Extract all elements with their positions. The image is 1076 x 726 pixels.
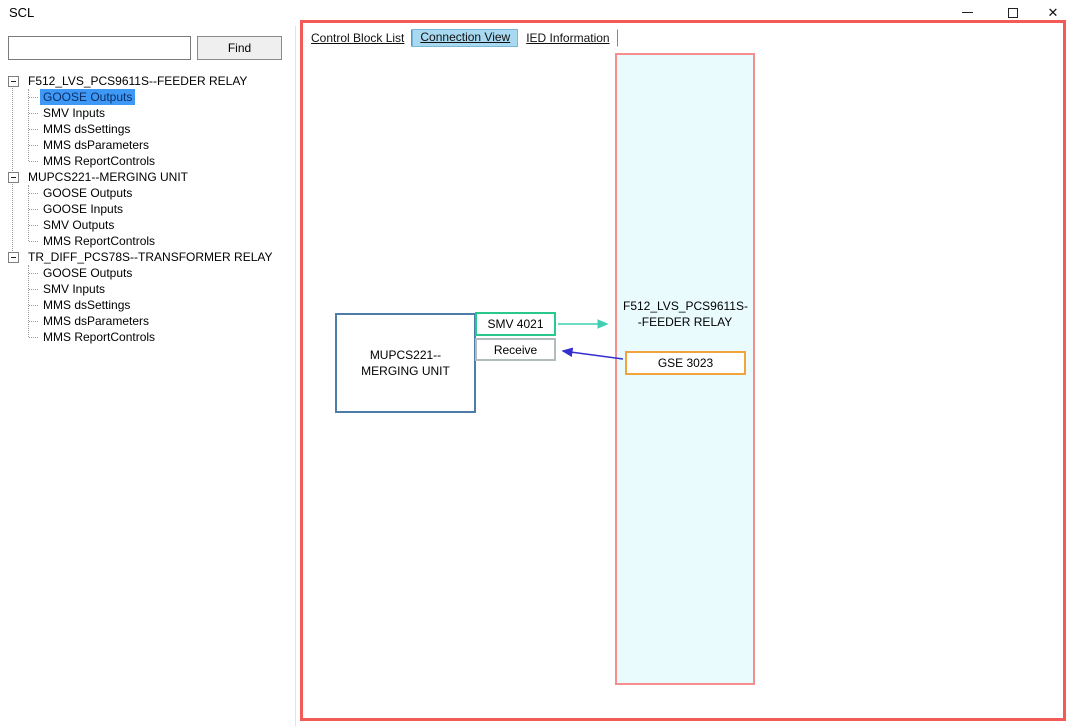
tree-group: GOOSE Outputs SMV Inputs MMS dsSettings … <box>0 265 295 345</box>
collapse-icon[interactable] <box>8 251 19 263</box>
tree-node-label[interactable]: MMS dsSettings <box>43 298 131 312</box>
tree-node-label[interactable]: GOOSE Outputs <box>43 266 133 280</box>
tree-node-f512[interactable]: F512_LVS_PCS9611S--FEEDER RELAY <box>0 73 295 89</box>
tree-node-label[interactable]: SMV Inputs <box>43 282 106 296</box>
minimize-button[interactable] <box>950 1 984 24</box>
tree-node[interactable]: MMS ReportControls <box>0 153 295 169</box>
tree-node-mupcs221[interactable]: MUPCS221--MERGING UNIT <box>0 169 295 185</box>
tree-node-label[interactable]: SMV Inputs <box>43 106 106 120</box>
tree-node[interactable]: MMS dsSettings <box>0 297 295 313</box>
ied-box-label: F512_LVS_PCS9611S--FEEDER RELAY <box>623 299 748 329</box>
tree-node[interactable]: MMS dsParameters <box>0 137 295 153</box>
tree-node-label[interactable]: GOOSE Outputs <box>43 186 133 200</box>
sidebar: Find F512_LVS_PCS9611S--FEEDER RELAY GOO… <box>0 26 296 726</box>
maximize-button[interactable] <box>996 1 1030 24</box>
tab-connection-view[interactable]: Connection View <box>412 29 519 47</box>
tab-ied-information[interactable]: IED Information <box>518 29 618 47</box>
tree-node[interactable]: GOOSE Outputs <box>0 265 295 281</box>
tree-node[interactable]: GOOSE Outputs <box>0 89 295 105</box>
tree-node-label[interactable]: GOOSE Inputs <box>43 202 124 216</box>
tree-node-label[interactable]: MMS ReportControls <box>43 154 156 168</box>
tree-node-trdiff[interactable]: TR_DIFF_PCS78S--TRANSFORMER RELAY <box>0 249 295 265</box>
tree-node[interactable]: MMS ReportControls <box>0 329 295 345</box>
tree-node-label[interactable]: MMS dsParameters <box>43 138 150 152</box>
tree-node-label[interactable]: SMV Outputs <box>43 218 115 232</box>
close-button[interactable]: ✕ <box>1036 1 1070 24</box>
tree-node[interactable]: SMV Outputs <box>0 217 295 233</box>
minimize-icon <box>961 12 973 13</box>
tree-node-label[interactable]: MMS ReportControls <box>43 330 156 344</box>
tab-control-block-list[interactable]: Control Block List <box>303 29 413 47</box>
smv-4021-box[interactable]: SMV 4021 <box>475 312 556 336</box>
tree-node-label[interactable]: TR_DIFF_PCS78S--TRANSFORMER RELAY <box>28 250 273 264</box>
tree-node[interactable]: GOOSE Outputs <box>0 185 295 201</box>
tree-node[interactable]: GOOSE Inputs <box>0 201 295 217</box>
tree-node-label[interactable]: MUPCS221--MERGING UNIT <box>28 170 189 184</box>
scl-tree: F512_LVS_PCS9611S--FEEDER RELAY GOOSE Ou… <box>0 73 295 345</box>
tree-node[interactable]: MMS dsParameters <box>0 313 295 329</box>
tree-node[interactable]: SMV Inputs <box>0 105 295 121</box>
tree-node-label[interactable]: MMS dsSettings <box>43 122 131 136</box>
tree-node[interactable]: MMS dsSettings <box>0 121 295 137</box>
window-title: SCL <box>9 5 35 20</box>
receive-box[interactable]: Receive <box>475 338 556 361</box>
tree-node-label[interactable]: GOOSE Outputs <box>40 89 136 105</box>
maximize-icon <box>1008 7 1018 18</box>
tree-node-label[interactable]: F512_LVS_PCS9611S--FEEDER RELAY <box>28 74 248 88</box>
collapse-icon[interactable] <box>8 171 19 183</box>
tree-node[interactable]: SMV Inputs <box>0 281 295 297</box>
merging-unit-box[interactable]: MUPCS221--MERGING UNIT <box>335 313 476 413</box>
gse-3023-box[interactable]: GSE 3023 <box>625 351 746 375</box>
tree-node[interactable]: MMS ReportControls <box>0 233 295 249</box>
close-icon: ✕ <box>1047 5 1059 20</box>
search-input[interactable] <box>8 36 191 60</box>
tree-node-label[interactable]: MMS dsParameters <box>43 314 150 328</box>
collapse-icon[interactable] <box>8 75 19 87</box>
find-button[interactable]: Find <box>197 36 282 60</box>
tree-node-label[interactable]: MMS ReportControls <box>43 234 156 248</box>
tree-group: GOOSE Outputs SMV Inputs MMS dsSettings … <box>0 89 295 169</box>
tab-bar: Control Block List Connection View IED I… <box>303 29 1063 47</box>
tree-group: GOOSE Outputs GOOSE Inputs SMV Outputs M… <box>0 185 295 249</box>
